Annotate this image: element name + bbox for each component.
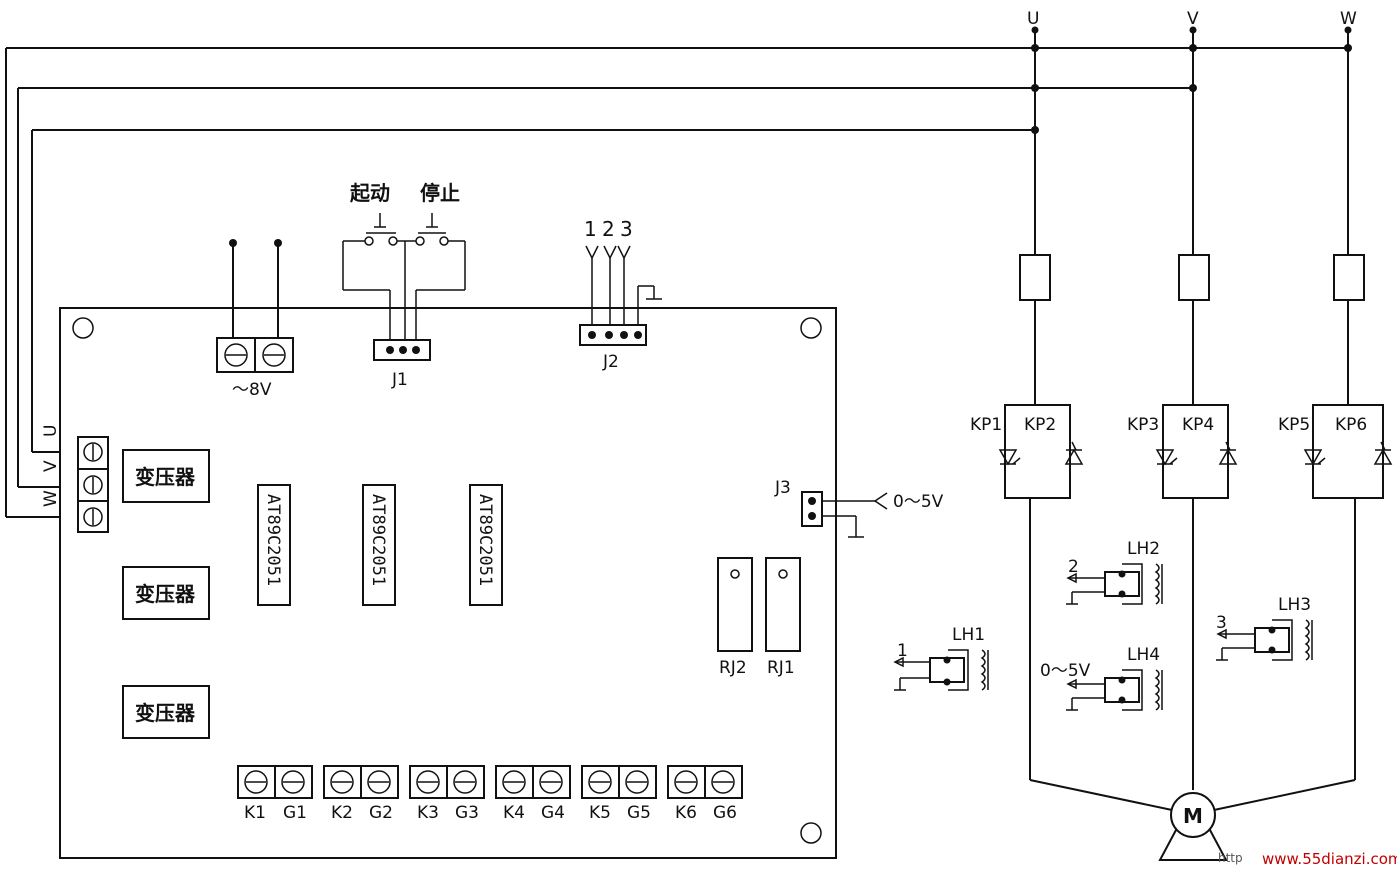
relay-rj1	[765, 557, 801, 652]
j2-pin-2: 2	[602, 217, 615, 241]
lh3-label: LH3	[1278, 595, 1311, 615]
current-sensor-lh4: LH4 0～5V	[1040, 645, 1163, 711]
terminal-g4: G4	[541, 803, 565, 823]
gate-terminals: K1 G1 K2 G2 K3 G3 K4 G4 K5 G5 K6 G6	[237, 765, 743, 823]
thyristor-label-kp3: KP3	[1127, 415, 1159, 435]
power-label: ～8V	[232, 380, 272, 400]
current-sensor-lh2: LH2 2	[1066, 539, 1163, 605]
chip-3	[469, 484, 503, 606]
terminal-g5: G5	[627, 803, 651, 823]
watermark-prefix: http	[1218, 851, 1243, 865]
control-board: U V W ～8V 起动 停止	[41, 181, 944, 859]
j2-pin-3: 3	[620, 217, 633, 241]
terminal-k3: K3	[417, 803, 439, 823]
terminal-k5: K5	[589, 803, 611, 823]
motor-label: M	[1183, 804, 1203, 828]
lh2-label: LH2	[1127, 539, 1160, 559]
j3-label: J3	[774, 478, 791, 498]
current-sensor-lh3: LH3 3	[1216, 595, 1313, 661]
chip-2	[362, 484, 396, 606]
fuse-v	[1178, 254, 1210, 301]
transformer-2	[122, 566, 210, 620]
lh4-output-label: 0～5V	[1040, 661, 1091, 681]
j2-pin-1: 1	[584, 217, 597, 241]
board-label-u: U	[41, 425, 61, 437]
chip-1	[257, 484, 291, 606]
thyristor-label-kp2: KP2	[1024, 415, 1056, 435]
lh3-output-label: 3	[1216, 613, 1227, 633]
j1-label: J1	[391, 370, 408, 390]
terminal-k6: K6	[675, 803, 697, 823]
start-button-label: 起动	[349, 181, 390, 205]
lh4-label: LH4	[1127, 645, 1160, 665]
terminal-k4: K4	[503, 803, 525, 823]
board-label-w: W	[41, 490, 61, 507]
transformer-1-label: 变压器	[135, 465, 196, 489]
watermark: www.55dianzi.com	[1262, 850, 1397, 868]
current-sensors: LH1 1 LH2 2 LH4 0～5V	[893, 539, 1313, 711]
lh2-output-label: 2	[1068, 557, 1079, 577]
stop-button-label: 停止	[420, 181, 460, 205]
phase-u-label: U	[1027, 9, 1039, 29]
transformer-3	[122, 685, 210, 739]
j2-label: J2	[602, 352, 619, 372]
terminal-k2: K2	[331, 803, 353, 823]
motor: M	[1158, 792, 1228, 861]
thyristor-label-kp6: KP6	[1335, 415, 1367, 435]
thyristor-label-kp5: KP5	[1278, 415, 1310, 435]
transformer-2-label: 变压器	[135, 582, 196, 606]
fuse-u	[1019, 254, 1051, 301]
rj2-label: RJ2	[719, 658, 747, 678]
thyristor-label-kp1: KP1	[970, 415, 1002, 435]
chip-1-label: AT89C2051	[263, 494, 283, 586]
board-label-v: V	[41, 460, 61, 472]
fuse-w	[1333, 254, 1365, 301]
terminal-g1: G1	[283, 803, 307, 823]
j3-signal-label: 0～5V	[893, 492, 944, 512]
phase-v-label: V	[1187, 9, 1199, 29]
terminal-g3: G3	[455, 803, 479, 823]
terminal-g6: G6	[713, 803, 737, 823]
transformer-1	[122, 449, 210, 503]
chip-2-label: AT89C2051	[368, 494, 388, 586]
current-sensor-lh1: LH1 1	[893, 625, 989, 691]
phase-w-label: W	[1340, 9, 1357, 29]
thyristor-label-kp4: KP4	[1182, 415, 1214, 435]
chip-3-label: AT89C2051	[475, 494, 495, 586]
lh1-output-label: 1	[897, 641, 908, 661]
thyristor-modules: KP1 KP2 KP3 KP4 KP5 KP6	[970, 404, 1393, 811]
terminal-g2: G2	[369, 803, 393, 823]
lh1-label: LH1	[952, 625, 985, 645]
terminal-k1: K1	[244, 803, 266, 823]
rj1-label: RJ1	[767, 658, 795, 678]
transformer-3-label: 变压器	[135, 701, 196, 725]
relay-rj2	[717, 557, 753, 652]
phase-supply: U V W	[5, 9, 1365, 518]
